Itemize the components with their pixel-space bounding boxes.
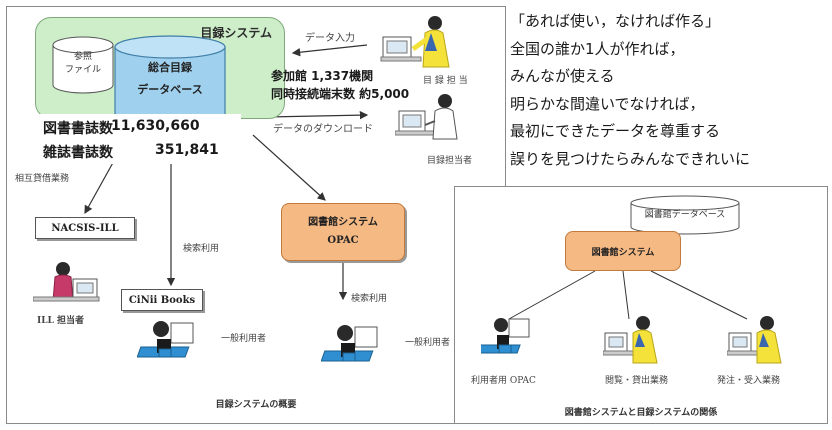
cataloger-top-label: 目 録 担 当: [423, 76, 468, 86]
serial-records-value: 351,841: [155, 142, 219, 158]
bibliographic-stats: 図書書誌数 11,630,660 雑誌書誌数 351,841: [37, 114, 241, 164]
data-input-arrow: [291, 44, 368, 57]
library-system-box: 図書館システム: [565, 231, 681, 271]
participants-label: 参加館 1,337機関: [271, 69, 374, 83]
download-arrow: [266, 110, 369, 120]
ill-staff-label: ILL 担当者: [37, 316, 84, 326]
reference-file-cylinder: 参照 ファイル: [51, 35, 115, 95]
book-records-label: 図書書誌数: [43, 121, 113, 137]
cataloging-principles: 「あれば使い，なければ作る」 全国の誰か1人が作れば， みんなが使える 明らかな…: [510, 8, 832, 173]
database-icon: [630, 195, 740, 235]
principle-line: 誤りを見つけたらみんなできれいに: [510, 149, 751, 168]
circulation-label: 閲覧・貸出業務: [605, 376, 669, 386]
reference-file-label-1: 参照: [73, 52, 92, 62]
general-user-label-2: 一般利用者: [405, 338, 451, 348]
user-opac-label: 利用者用 OPAC: [471, 376, 536, 386]
library-database-cylinder: 図書館データベース: [629, 195, 741, 235]
left-diagram-caption: 目録システムの概要: [215, 400, 297, 410]
reference-file-label-2: ファイル: [64, 65, 101, 75]
opac-user-person-icon: [481, 318, 530, 354]
flow-arrows: [84, 44, 369, 301]
book-records-value: 11,630,660: [111, 118, 200, 134]
opac-box-label-1: 図書館システム: [308, 217, 378, 228]
ill-staff-person-icon: [33, 262, 100, 302]
data-input-label: データ入力: [305, 33, 355, 44]
union-catalog-database-cylinder: 総合目録 データベース: [113, 35, 227, 131]
library-db-label: 図書館データベース: [644, 210, 726, 220]
catalog-system-title: 目録システム: [200, 26, 272, 40]
principle-line: 明らかな間違いでなければ，: [510, 94, 705, 113]
cataloger-top-person-icon: [380, 16, 450, 68]
ill-arrow: [84, 158, 116, 215]
principle-line: 全国の誰か1人が作れば，: [510, 39, 685, 58]
principle-line: みんなが使える: [510, 67, 615, 85]
serial-records-label: 雑誌書誌数: [43, 145, 113, 161]
general-user-2-person-icon: [321, 325, 378, 362]
serial-records-row: 雑誌書誌数 351,841: [43, 142, 219, 162]
right-diagram-caption: 図書館システムと目録システムの関係: [564, 408, 718, 418]
connection-lines: [508, 270, 748, 320]
cylinder-icon: [52, 36, 114, 94]
search-use-label-1: 検索利用: [183, 244, 220, 254]
terminals-label: 同時接続端末数 約5,000: [271, 87, 410, 101]
circulation-staff-person-icon: [603, 316, 658, 364]
database-icon: [114, 35, 226, 131]
nacsis-ill-box: NACSIS-ILL: [35, 217, 135, 239]
book-records-row: 図書書誌数 11,630,660: [43, 118, 200, 138]
union-db-label-2: データベース: [137, 83, 203, 96]
cataloger-bottom-person-icon: [395, 94, 458, 140]
library-system-relationship-diagram: 図書館データベース 図書館システム 利用者用 OPAC 閲覧・貸出業務 発注・受…: [454, 186, 828, 424]
acquisition-label: 発注・受入業務: [717, 376, 781, 386]
library-system-opac-box: 図書館システム OPAC: [281, 203, 405, 261]
cataloger-bottom-label: 目録担当者: [427, 156, 473, 166]
search-use-label-2: 検索利用: [351, 294, 388, 304]
ill-work-label: 相互貸借業務: [15, 174, 70, 184]
download-label: データのダウンロード: [273, 124, 373, 135]
union-db-label-1: 総合目録: [148, 61, 192, 74]
acquisition-staff-person-icon: [727, 316, 782, 364]
general-user-1-person-icon: [137, 321, 194, 358]
general-user-label-1: 一般利用者: [221, 334, 267, 344]
cinii-books-box: CiNii Books: [121, 289, 203, 311]
principle-line: 「あれば使い，なければ作る」: [510, 12, 721, 30]
principle-line: 最初にできたデータを尊重する: [510, 122, 721, 140]
catalog-system-overview-diagram: 目録システム 参照 ファイル 総合目録 データベース 図書書誌数 11,630,…: [6, 6, 506, 424]
opac-arrow: [252, 134, 326, 201]
opac-box-label-2: OPAC: [327, 235, 359, 246]
